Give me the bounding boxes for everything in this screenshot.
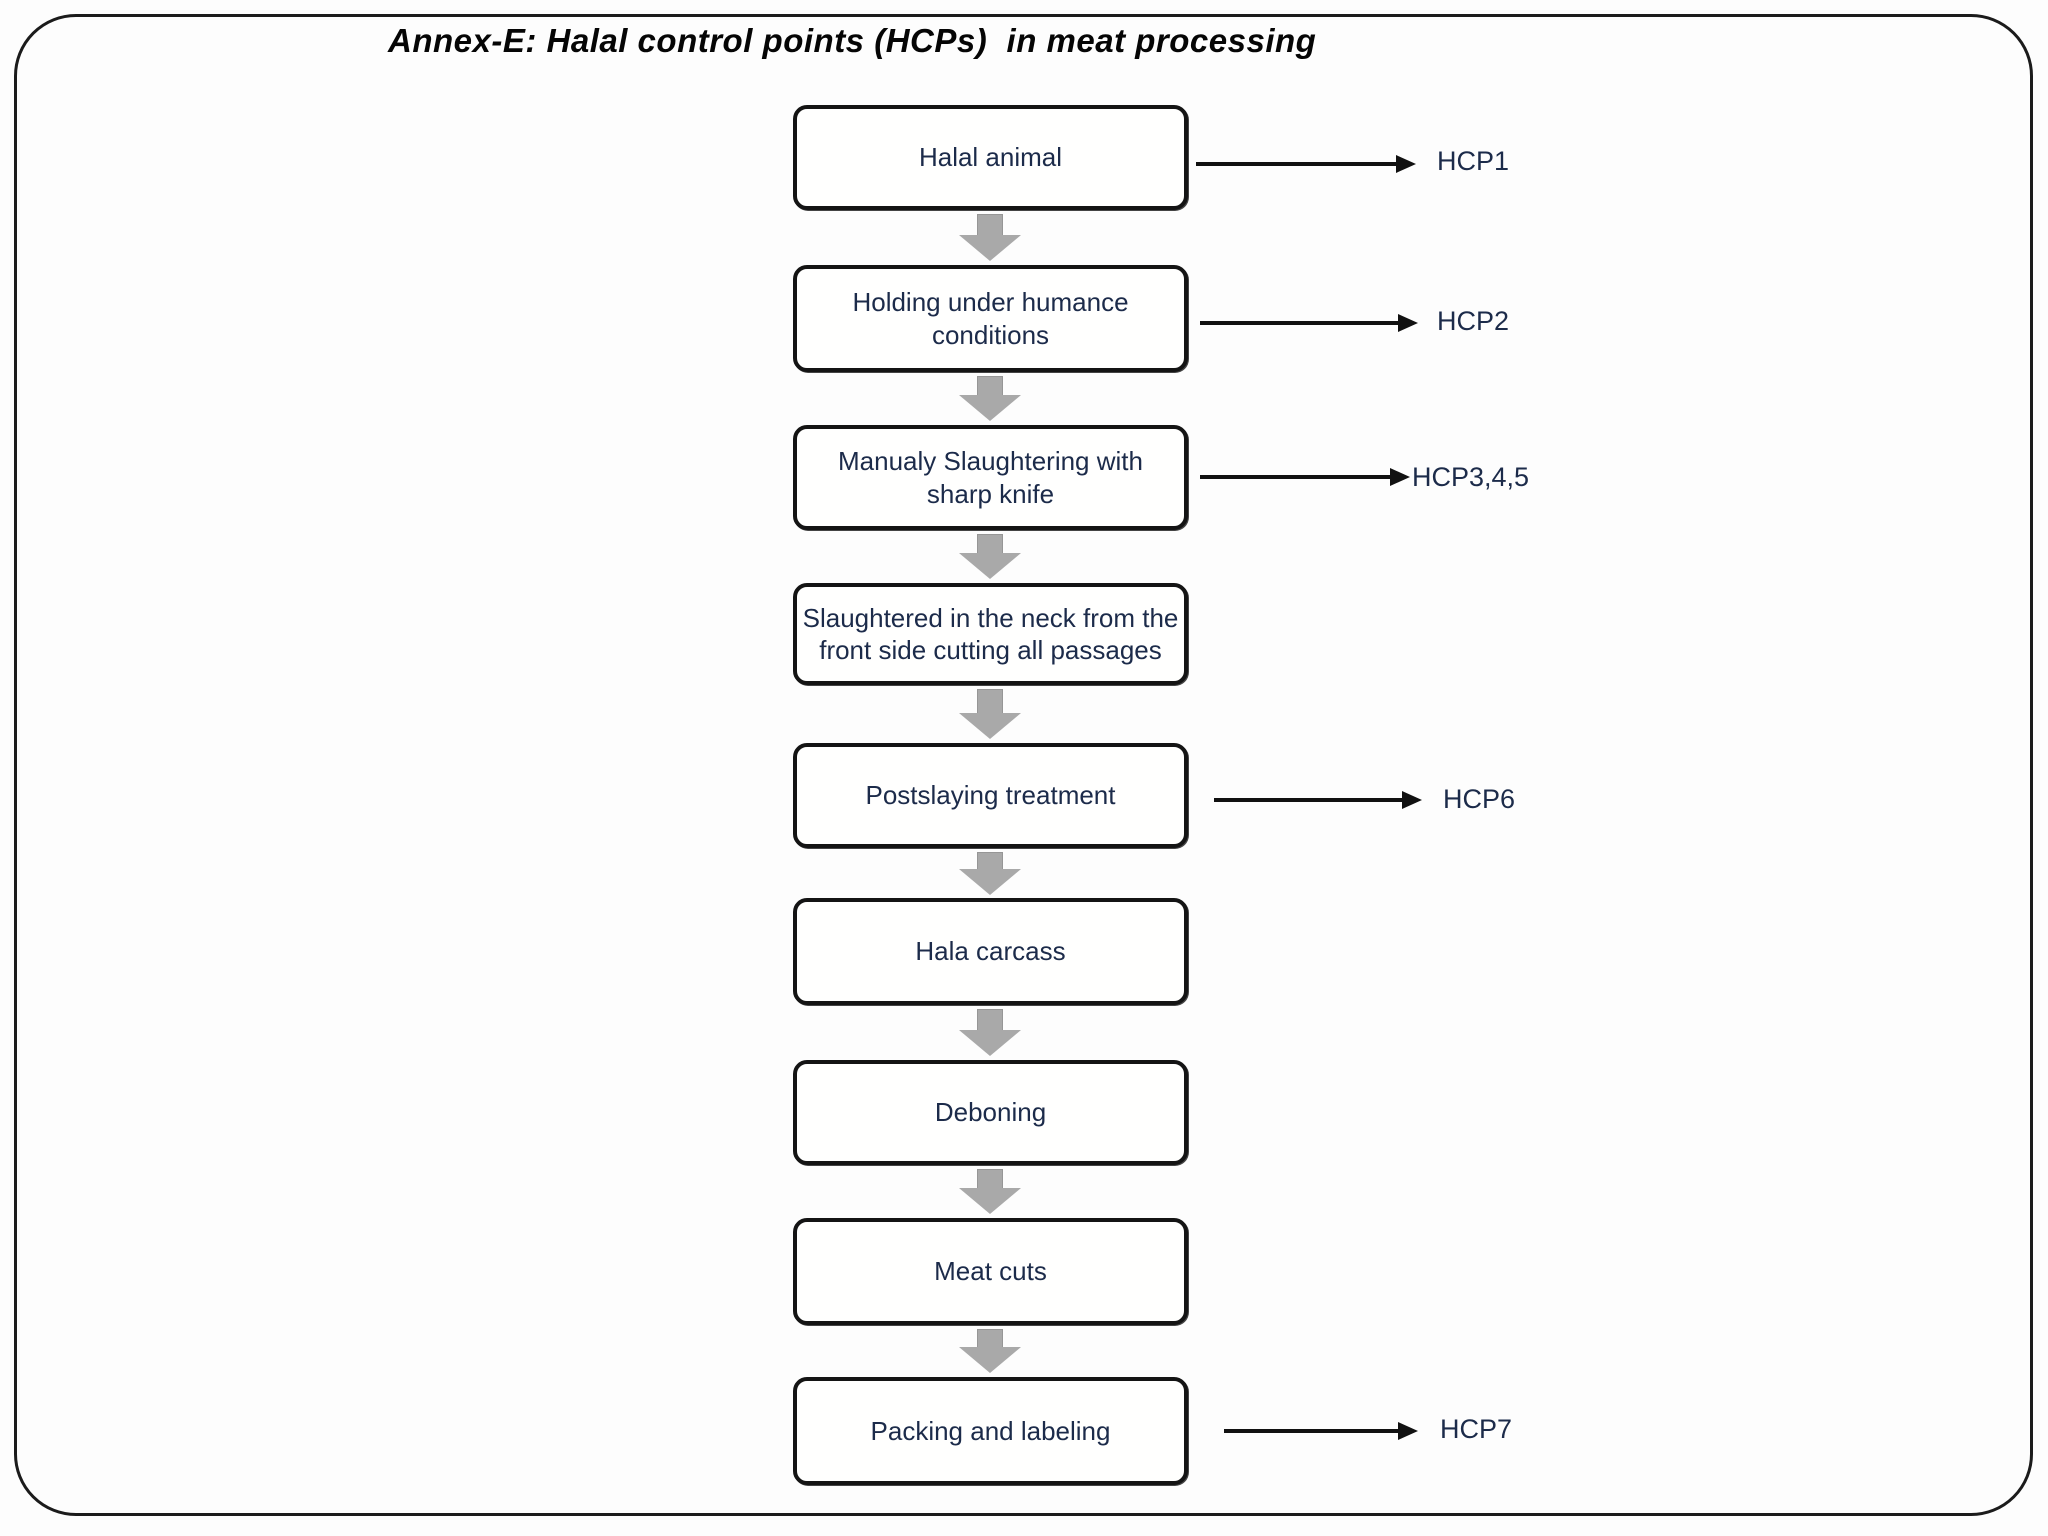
flow-step-holding-conditions: Holding under humance conditions — [793, 265, 1188, 372]
outer-frame — [14, 14, 2033, 1516]
flow-step-deboning: Deboning — [793, 1060, 1188, 1165]
hcp-label-3-4-5: HCP3,4,5 — [1412, 462, 1530, 492]
block-arrow-down-icon — [959, 1009, 1021, 1056]
block-arrow-down-icon — [959, 1169, 1021, 1214]
diagram-title: Annex-E: Halal control points (HCPs) in … — [388, 22, 1317, 59]
arrow-right-icon — [1200, 314, 1418, 332]
flow-step-label: Holding under humance conditions — [852, 287, 1129, 350]
hcp-label-7: HCP7 — [1440, 1414, 1513, 1444]
flow-step-halal-animal: Halal animal — [793, 105, 1188, 210]
arrow-right-icon — [1200, 468, 1410, 486]
block-arrow-down-icon — [959, 852, 1021, 895]
arrow-right-icon — [1196, 155, 1416, 173]
arrow-right-icon — [1214, 791, 1422, 809]
hcp-label-6: HCP6 — [1443, 784, 1516, 814]
arrow-right-icon — [1224, 1422, 1418, 1440]
block-arrow-down-icon — [959, 534, 1021, 579]
flow-step-label: Packing and labeling — [870, 1415, 1111, 1446]
block-arrow-down-icon — [959, 214, 1021, 261]
flow-step-label: Slaughtered in the neck from the front s… — [802, 602, 1179, 666]
flow-step-halal-carcass: Hala carcass — [793, 898, 1188, 1005]
flow-step-meat-cuts: Meat cuts — [793, 1218, 1188, 1325]
block-arrow-down-icon — [959, 689, 1021, 739]
flow-step-label: Meat cuts — [934, 1256, 1047, 1287]
flow-step-label: Halal animal — [918, 142, 1063, 173]
flow-step-label: Deboning — [934, 1097, 1047, 1128]
flow-step-label: Hala carcass — [915, 936, 1066, 967]
block-arrow-down-icon — [959, 1329, 1021, 1373]
flow-step-neck-cutting: Slaughtered in the neck from the front s… — [793, 583, 1188, 685]
flow-step-postslaying-treatment: Postslaying treatment — [793, 743, 1188, 848]
flow-step-packing-labeling: Packing and labeling — [793, 1377, 1188, 1485]
flow-step-label: Postslaying treatment — [865, 780, 1116, 811]
flow-step-manual-slaughtering: Manualy Slaughtering with sharp knife — [793, 425, 1188, 530]
flow-step-label: Manualy Slaughtering with sharp knife — [838, 446, 1143, 509]
hcp-label-2: HCP2 — [1437, 306, 1510, 336]
block-arrow-down-icon — [959, 376, 1021, 421]
hcp-label-1: HCP1 — [1437, 146, 1510, 176]
